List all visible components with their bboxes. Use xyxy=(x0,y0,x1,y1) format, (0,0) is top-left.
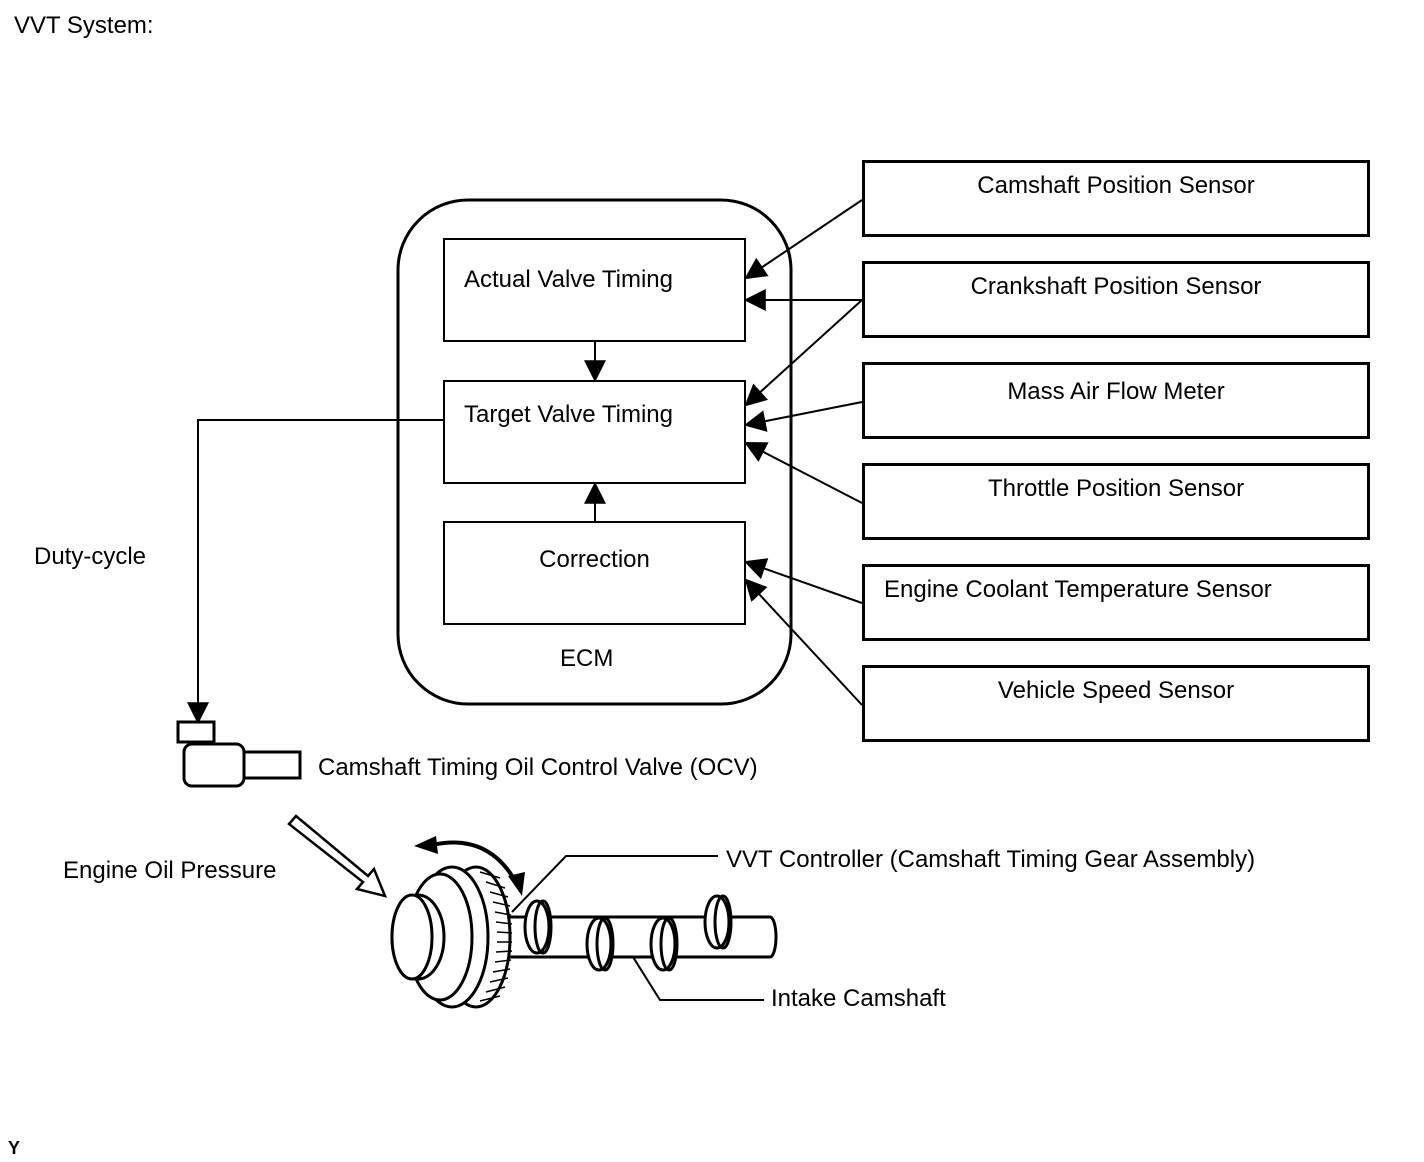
ocv-icon xyxy=(176,720,302,788)
sensor-throttle-position: Throttle Position Sensor xyxy=(862,463,1370,540)
arrow-vss-to-correction xyxy=(744,578,863,706)
sensor-camshaft-position: Camshaft Position Sensor xyxy=(862,160,1370,237)
engine-oil-pressure-label: Engine Oil Pressure xyxy=(63,857,277,884)
target-valve-timing-block: Target Valve Timing xyxy=(443,380,746,484)
sensor-label: Mass Air Flow Meter xyxy=(1007,378,1225,405)
duty-cycle-line xyxy=(187,419,443,725)
camshaft-assembly-icon xyxy=(390,865,778,1009)
target-valve-timing-label: Target Valve Timing xyxy=(464,401,673,428)
gear-teeth-icon xyxy=(479,871,513,1002)
rotation-arrow-icon xyxy=(414,836,525,896)
sensor-mass-air-flow: Mass Air Flow Meter xyxy=(862,362,1370,439)
correction-label: Correction xyxy=(539,546,650,573)
arrow-crankshaft-sensor-to-target xyxy=(744,299,863,407)
diagram-title: VVT System: xyxy=(14,12,154,39)
sensor-engine-coolant-temperature: Engine Coolant Temperature Sensor xyxy=(862,564,1370,641)
vvt-controller-label: VVT Controller (Camshaft Timing Gear Ass… xyxy=(726,846,1256,873)
correction-block: Correction xyxy=(443,521,746,625)
intake-camshaft-label: Intake Camshaft xyxy=(771,985,946,1012)
sensor-label: Camshaft Position Sensor xyxy=(977,172,1255,199)
intake-camshaft-leader-line xyxy=(632,956,764,1001)
duty-cycle-label: Duty-cycle xyxy=(34,543,147,570)
arrow-maf-to-target xyxy=(743,401,863,432)
sensor-label: Vehicle Speed Sensor xyxy=(997,677,1235,704)
arrow-tps-to-target xyxy=(744,441,863,504)
oil-pressure-arrow-icon xyxy=(287,814,388,898)
vvt-controller-leader-line xyxy=(511,855,718,913)
sensor-label: Throttle Position Sensor xyxy=(987,475,1245,502)
sensor-vehicle-speed: Vehicle Speed Sensor xyxy=(862,665,1370,742)
actual-valve-timing-label: Actual Valve Timing xyxy=(464,266,673,293)
ecm-container xyxy=(396,198,793,706)
ocv-label: Camshaft Timing Oil Control Valve (OCV) xyxy=(318,754,758,781)
figure-code: Y xyxy=(8,1138,21,1158)
actual-valve-timing-block: Actual Valve Timing xyxy=(443,238,746,342)
sensor-crankshaft-position: Crankshaft Position Sensor xyxy=(862,261,1370,338)
ecm-label: ECM xyxy=(560,645,614,672)
sensor-label: Engine Coolant Temperature Sensor xyxy=(884,576,1272,603)
arrow-camshaft-sensor-to-actual xyxy=(744,199,863,280)
arrow-ect-to-correction xyxy=(743,558,863,604)
sensor-label: Crankshaft Position Sensor xyxy=(970,273,1262,300)
